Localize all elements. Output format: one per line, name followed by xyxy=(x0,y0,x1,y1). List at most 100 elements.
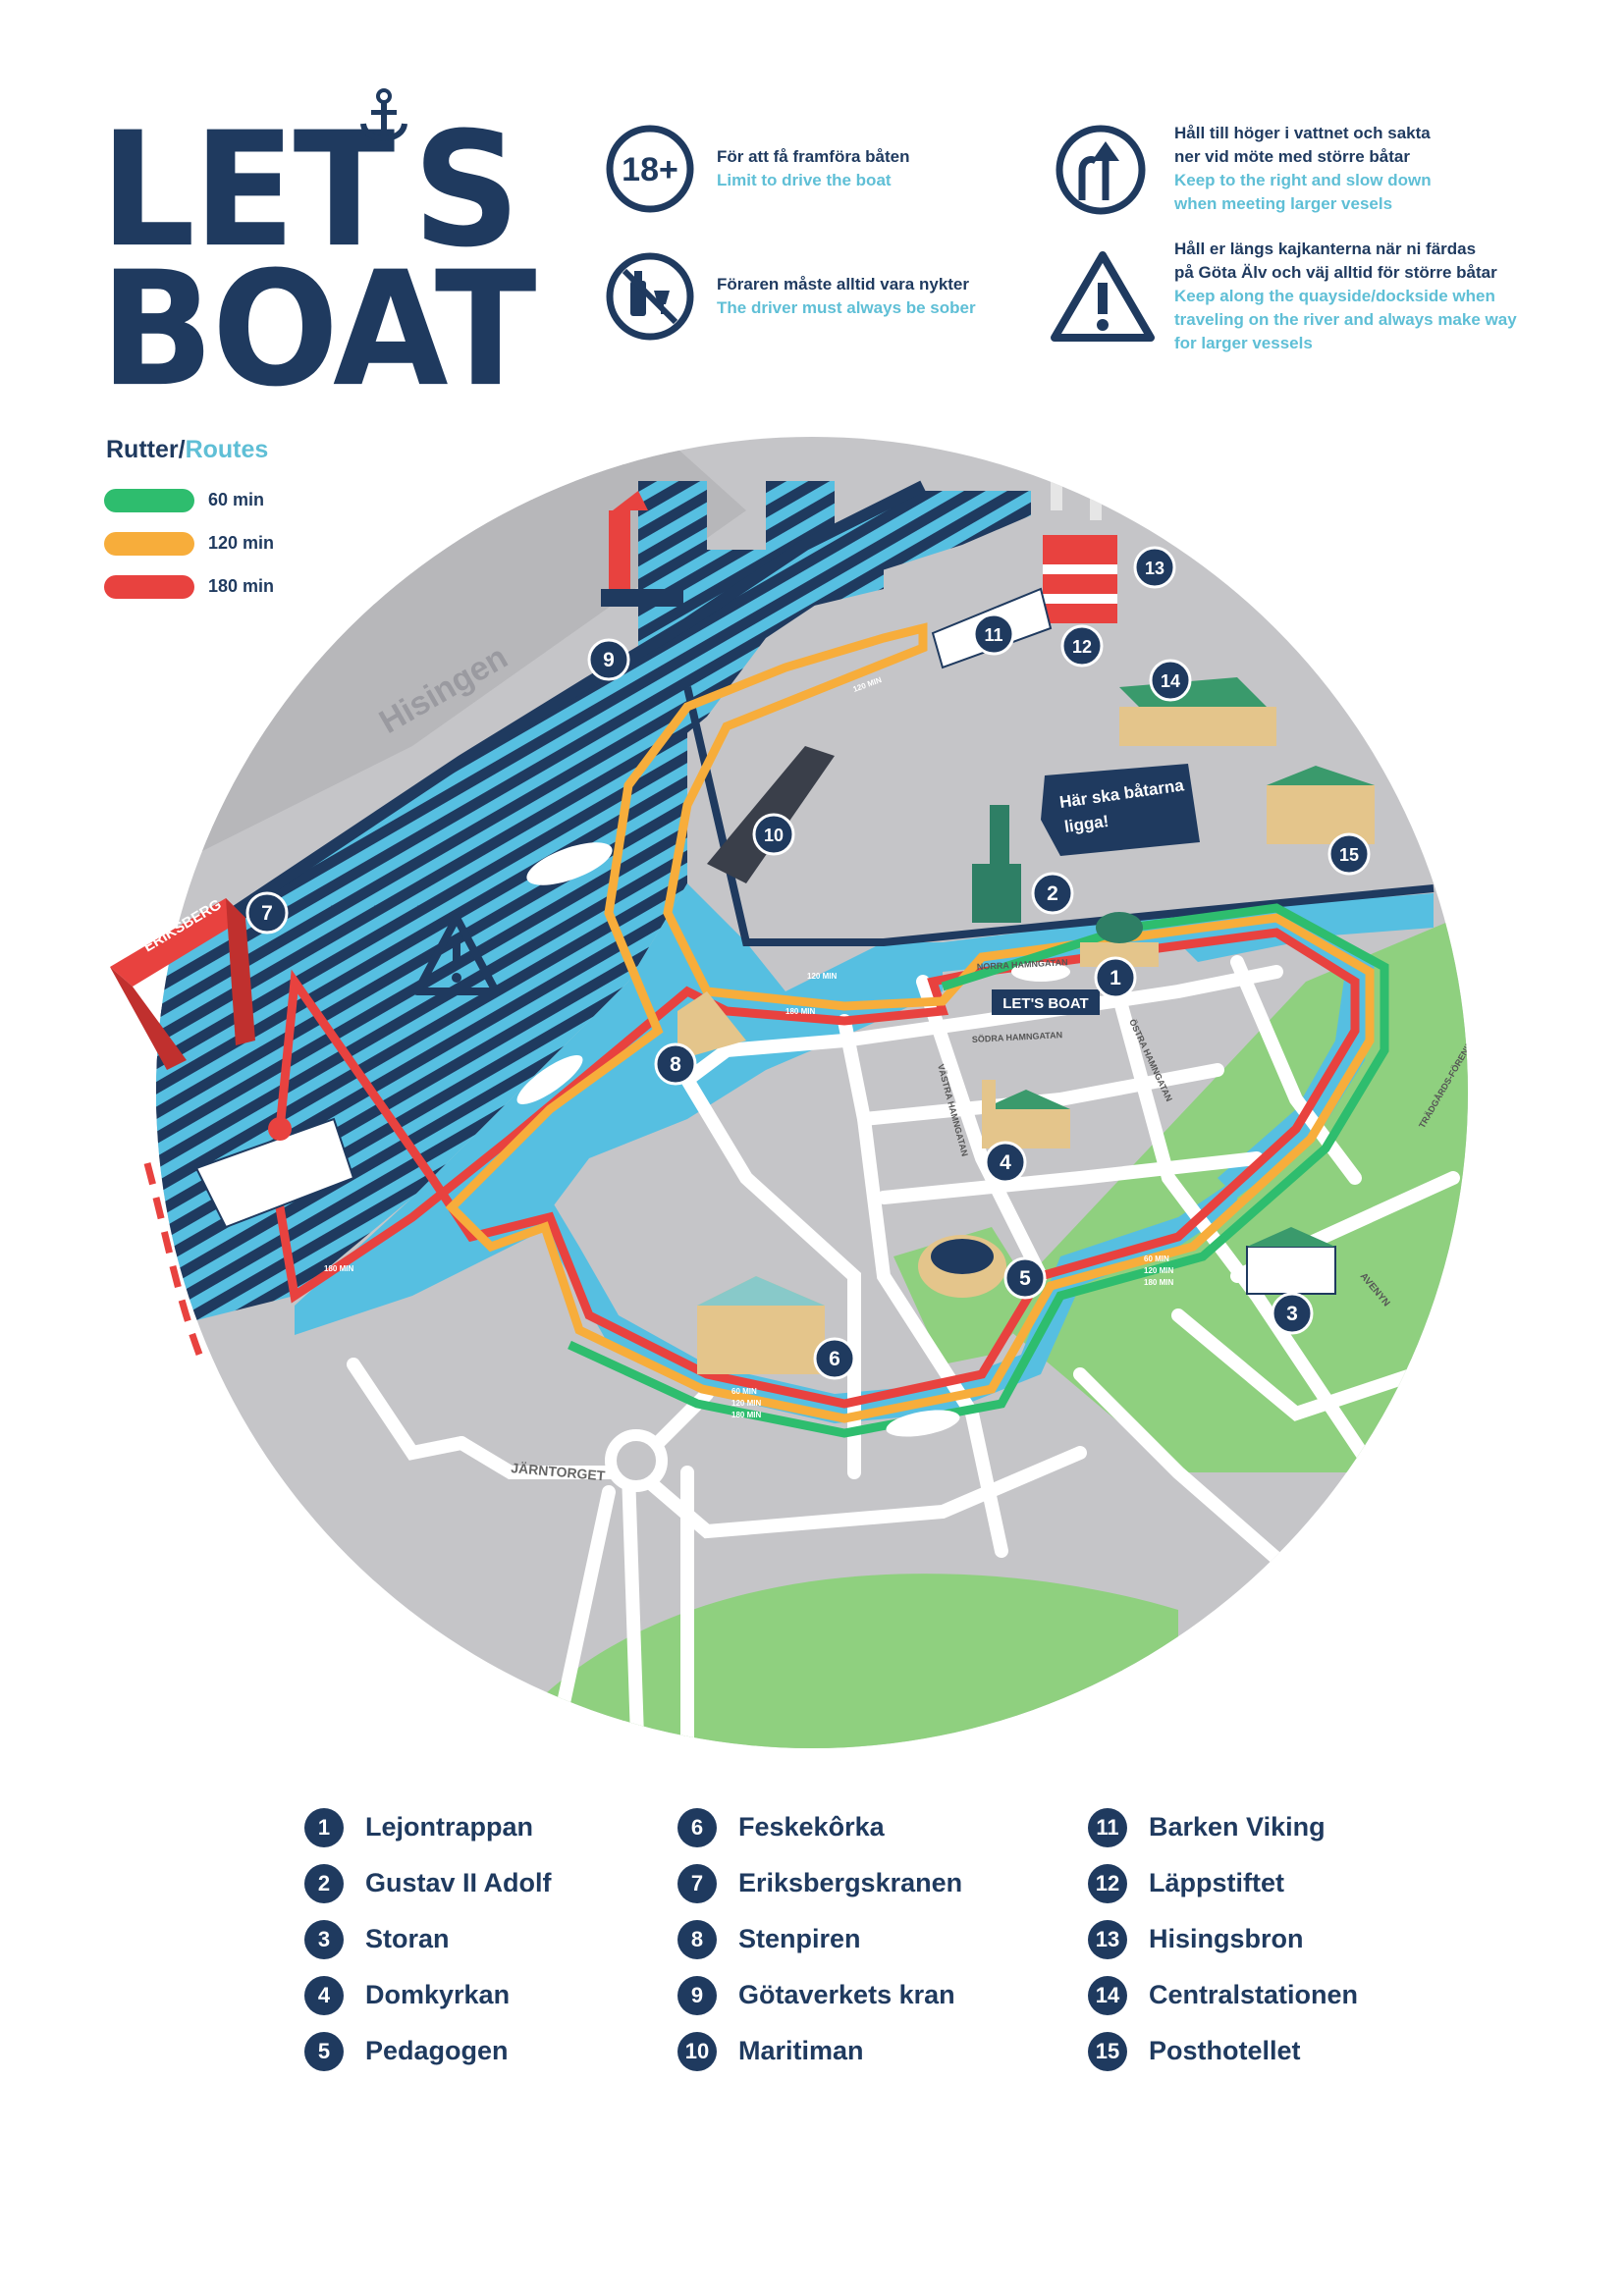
place-name: Maritiman xyxy=(738,2036,864,2065)
map-marker-9: 9 xyxy=(587,638,630,681)
rule-sober-en: The driver must always be sober xyxy=(717,298,976,317)
speech-bubble: Här ska båtarna ligga! xyxy=(1041,764,1200,856)
rule-sober: Föraren måste alltid vara nykter The dri… xyxy=(717,273,976,320)
place-name: Feskekôrka xyxy=(738,1812,885,1842)
rule-quayside-sv-2: på Göta Älv och väj alltid för större bå… xyxy=(1174,263,1497,282)
rule-age: För att få framföra båten Limit to drive… xyxy=(717,145,909,192)
rule-quayside-en-3: for larger vessels xyxy=(1174,334,1313,352)
rule-keep-right: Håll till höger i vattnet och sakta ner … xyxy=(1174,122,1432,216)
place-number-badge: 4 xyxy=(304,1976,344,2015)
route-60-label-a: 60 MIN xyxy=(1144,1255,1169,1263)
route-120-label-a: 120 MIN xyxy=(807,972,837,981)
rule-sober-sv: Föraren måste alltid vara nykter xyxy=(717,275,970,294)
place-number-badge: 14 xyxy=(1088,1976,1127,2015)
place-number-badge: 15 xyxy=(1088,2032,1127,2071)
place-name: Barken Viking xyxy=(1149,1812,1326,1842)
map-marker-number: 13 xyxy=(1145,559,1164,578)
route-180-label-c: 180 MIN xyxy=(1144,1278,1173,1287)
place-number-badge: 10 xyxy=(677,2032,717,2071)
map-marker-1: 1 xyxy=(1094,956,1137,999)
rule-quayside-en-2: traveling on the river and always make w… xyxy=(1174,310,1517,329)
map-marker-5: 5 xyxy=(1003,1256,1047,1300)
route-120-label-d: 120 MIN xyxy=(731,1399,761,1408)
map-marker-3: 3 xyxy=(1271,1292,1314,1335)
route-180-label-a: 180 MIN xyxy=(785,1007,815,1016)
map-marker-14: 14 xyxy=(1149,659,1192,702)
norra-hamngatan-label: NORRA HAMNGATAN xyxy=(977,957,1068,972)
map-marker-number: 1 xyxy=(1110,967,1121,989)
place-number-badge: 2 xyxy=(304,1864,344,1903)
route-180-label-b: 180 MIN xyxy=(324,1264,353,1273)
map-marker-6: 6 xyxy=(813,1337,856,1380)
place-number-badge: 6 xyxy=(677,1808,717,1847)
map-marker-number: 6 xyxy=(829,1348,840,1370)
rule-keep-right-sv-2: ner vid möte med större båtar xyxy=(1174,147,1410,166)
lets-boat-dock-label: LET'S BOAT xyxy=(1002,995,1088,1012)
place-number-badge: 8 xyxy=(677,1920,717,1959)
rule-keep-right-sv-1: Håll till höger i vattnet och sakta xyxy=(1174,124,1431,142)
sodra-hamngatan-label: SÖDRA HAMNGATAN xyxy=(972,1030,1063,1044)
place-number-badge: 1 xyxy=(304,1808,344,1847)
rule-age-en: Limit to drive the boat xyxy=(717,171,892,189)
age-18-badge-text: 18+ xyxy=(622,151,678,188)
map-marker-number: 14 xyxy=(1161,671,1180,691)
age-18-icon: 18+ xyxy=(606,125,694,213)
route-180-outer-dash xyxy=(143,1162,205,1362)
map-marker-number: 10 xyxy=(764,826,784,845)
rule-quayside: Håll er längs kajkanterna när ni färdas … xyxy=(1174,238,1517,355)
rule-quayside-en-1: Keep along the quayside/dockside when xyxy=(1174,287,1495,305)
legend-swatch-120 xyxy=(104,532,194,556)
rule-quayside-sv-1: Håll er längs kajkanterna när ni färdas xyxy=(1174,240,1477,258)
anchor-icon xyxy=(360,88,407,141)
place-name: Hisingsbron xyxy=(1149,1924,1304,1953)
quay-edge-north xyxy=(156,480,926,982)
jarntorget-square xyxy=(605,1429,668,1492)
place-number-badge: 7 xyxy=(677,1864,717,1903)
place-name: Domkyrkan xyxy=(365,1980,511,2009)
place-name: Stenpiren xyxy=(738,1924,861,1953)
legend-label-120: 120 min xyxy=(208,533,275,553)
legend-title-sv: Rutter/ xyxy=(106,436,186,463)
map-marker-number: 4 xyxy=(1000,1151,1011,1174)
map-marker-2: 2 xyxy=(1031,872,1074,915)
map-marker-number: 12 xyxy=(1072,637,1092,657)
place-name: Lejontrappan xyxy=(365,1812,534,1842)
map-marker-number: 2 xyxy=(1047,882,1058,905)
harbour-docks xyxy=(638,481,884,648)
lets-boat-dock-sign xyxy=(992,989,1100,1015)
place-name: Eriksbergskranen xyxy=(738,1868,963,1897)
map-marker-11: 11 xyxy=(972,613,1015,656)
place-name: Storan xyxy=(365,1924,450,1953)
place-number-badge: 5 xyxy=(304,2032,344,2071)
place-name: Centralstationen xyxy=(1149,1980,1359,2009)
logo-line-2: BOAT xyxy=(100,237,537,422)
map-marker-number: 3 xyxy=(1286,1303,1298,1325)
logo-s: S xyxy=(412,97,519,283)
map-marker-15: 15 xyxy=(1327,832,1371,876)
map-marker-10: 10 xyxy=(752,813,795,856)
warning-icon xyxy=(1051,251,1155,342)
landmarks xyxy=(194,437,1375,1437)
map-marker-7: 7 xyxy=(245,891,289,934)
map-marker-number: 8 xyxy=(670,1053,681,1076)
route-120-label-c: 120 MIN xyxy=(1144,1266,1173,1275)
place-name: Götaverkets kran xyxy=(738,1980,955,2009)
map-marker-number: 15 xyxy=(1339,845,1359,865)
place-name: Läppstiftet xyxy=(1149,1868,1284,1897)
rule-age-sv: För att få framföra båten xyxy=(717,147,910,166)
place-number-badge: 13 xyxy=(1088,1920,1127,1959)
legend-swatch-180 xyxy=(104,575,194,599)
place-number-badge: 12 xyxy=(1088,1864,1127,1903)
map-marker-8: 8 xyxy=(654,1042,697,1086)
place-number-badge: 3 xyxy=(304,1920,344,1959)
place-name: Gustav II Adolf xyxy=(365,1868,552,1897)
place-number-badge: 11 xyxy=(1088,1808,1127,1847)
map-marker-12: 12 xyxy=(1060,624,1104,667)
map-marker-number: 9 xyxy=(603,649,615,671)
logo-let: LET xyxy=(100,97,395,283)
place-name: Posthotellet xyxy=(1149,2036,1301,2065)
map-marker-number: 7 xyxy=(261,902,273,925)
